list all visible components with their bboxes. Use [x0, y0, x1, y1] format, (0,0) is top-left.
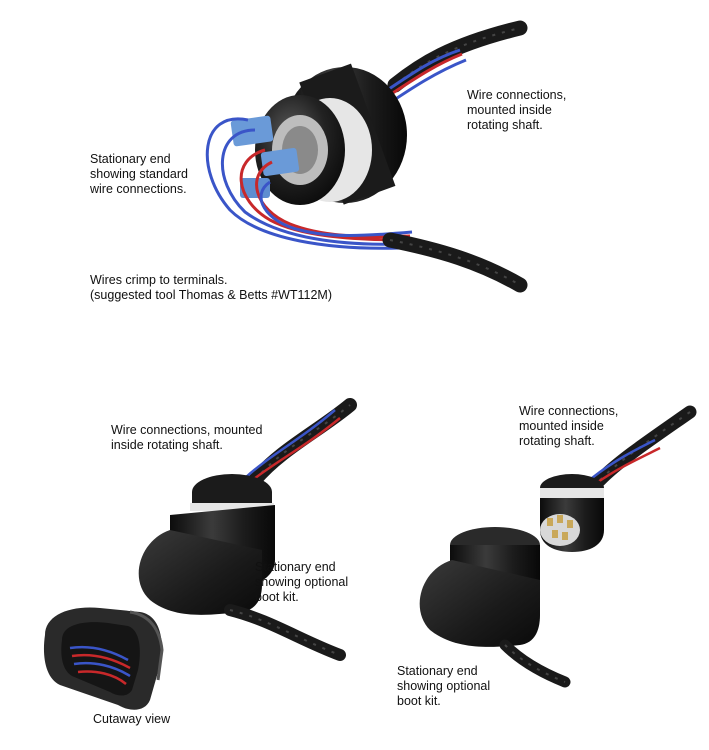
caption-line: boot kit.	[397, 694, 441, 708]
cutaway-view	[43, 607, 164, 710]
caption-bottom-left-stationary: Stationary end showing optional boot kit…	[255, 560, 348, 605]
caption-line: mounted inside	[519, 419, 604, 433]
caption-top-crimp: Wires crimp to terminals. (suggested too…	[90, 273, 332, 303]
caption-line: Wires crimp to terminals.	[90, 273, 228, 287]
caption-line: Wire connections,	[467, 88, 567, 102]
caption-cutaway: Cutaway view	[93, 712, 170, 727]
caption-line: rotating shaft.	[467, 118, 543, 132]
bottom-right-slip-ring	[419, 405, 697, 688]
caption-line: Cutaway view	[93, 712, 171, 726]
caption-line: boot kit.	[255, 590, 299, 604]
caption-bottom-right-stationary: Stationary end showing optional boot kit…	[397, 664, 490, 709]
caption-bottom-left-rotating: Wire connections, mounted inside rotatin…	[111, 423, 262, 453]
caption-top-stationary: Stationary end showing standard wire con…	[90, 152, 188, 197]
caption-bottom-right-rotating: Wire connections, mounted inside rotatin…	[519, 404, 618, 449]
caption-line: wire connections.	[90, 182, 187, 196]
caption-top-rotating: Wire connections, mounted inside rotatin…	[467, 88, 566, 133]
caption-line: rotating shaft.	[519, 434, 595, 448]
caption-line: Stationary end	[397, 664, 478, 678]
bottom-left-slip-ring	[138, 398, 357, 661]
caption-line: Wire connections, mounted	[111, 423, 263, 437]
caption-line: inside rotating shaft.	[111, 438, 223, 452]
caption-line: Stationary end	[90, 152, 171, 166]
caption-line: Wire connections,	[519, 404, 619, 418]
caption-line: Stationary end	[255, 560, 336, 574]
caption-line: showing optional	[255, 575, 349, 589]
caption-line: mounted inside	[467, 103, 552, 117]
top-slip-ring	[205, 20, 528, 293]
caption-line: showing optional	[397, 679, 491, 693]
caption-line: (suggested tool Thomas & Betts #WT112M)	[90, 288, 333, 302]
caption-line: showing standard	[90, 167, 188, 181]
